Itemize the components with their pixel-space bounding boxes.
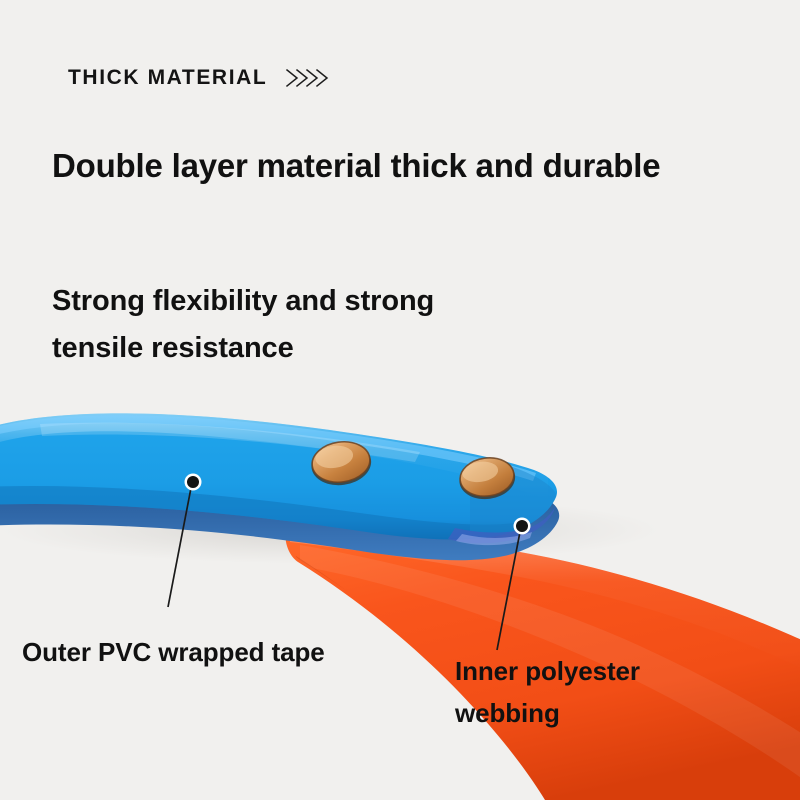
callout-marker-inner-polyester <box>516 520 528 532</box>
callout-label-inner-line-2: webbing <box>455 698 560 729</box>
callout-label-inner-polyester: Inner polyester webbing <box>455 650 640 734</box>
blue-pvc-strap <box>0 413 560 561</box>
callout-marker-outer-pvc <box>187 476 199 488</box>
callout-label-outer-pvc: Outer PVC wrapped tape <box>22 637 325 667</box>
page-title: Double layer material thick and durable <box>52 147 661 184</box>
subheadline-line-2: tensile resistance <box>52 331 294 364</box>
subheadline-line-1: Strong flexibility and strong <box>52 285 435 317</box>
callout-leader-inner-polyester <box>496 517 531 651</box>
kicker: THICK MATERIAL <box>68 66 331 89</box>
rivet-right <box>459 457 516 500</box>
rivet-left <box>311 440 372 486</box>
subheadline: Strong flexibility and strong tensile re… <box>52 278 572 372</box>
callout-leader-outer-pvc <box>167 473 202 608</box>
kicker-text: THICK MATERIAL <box>68 66 268 89</box>
strap-ground-shadow <box>0 496 660 564</box>
callout-label-inner-line-1: Inner polyester <box>455 656 640 686</box>
double-chevron-right-icon <box>286 68 329 88</box>
